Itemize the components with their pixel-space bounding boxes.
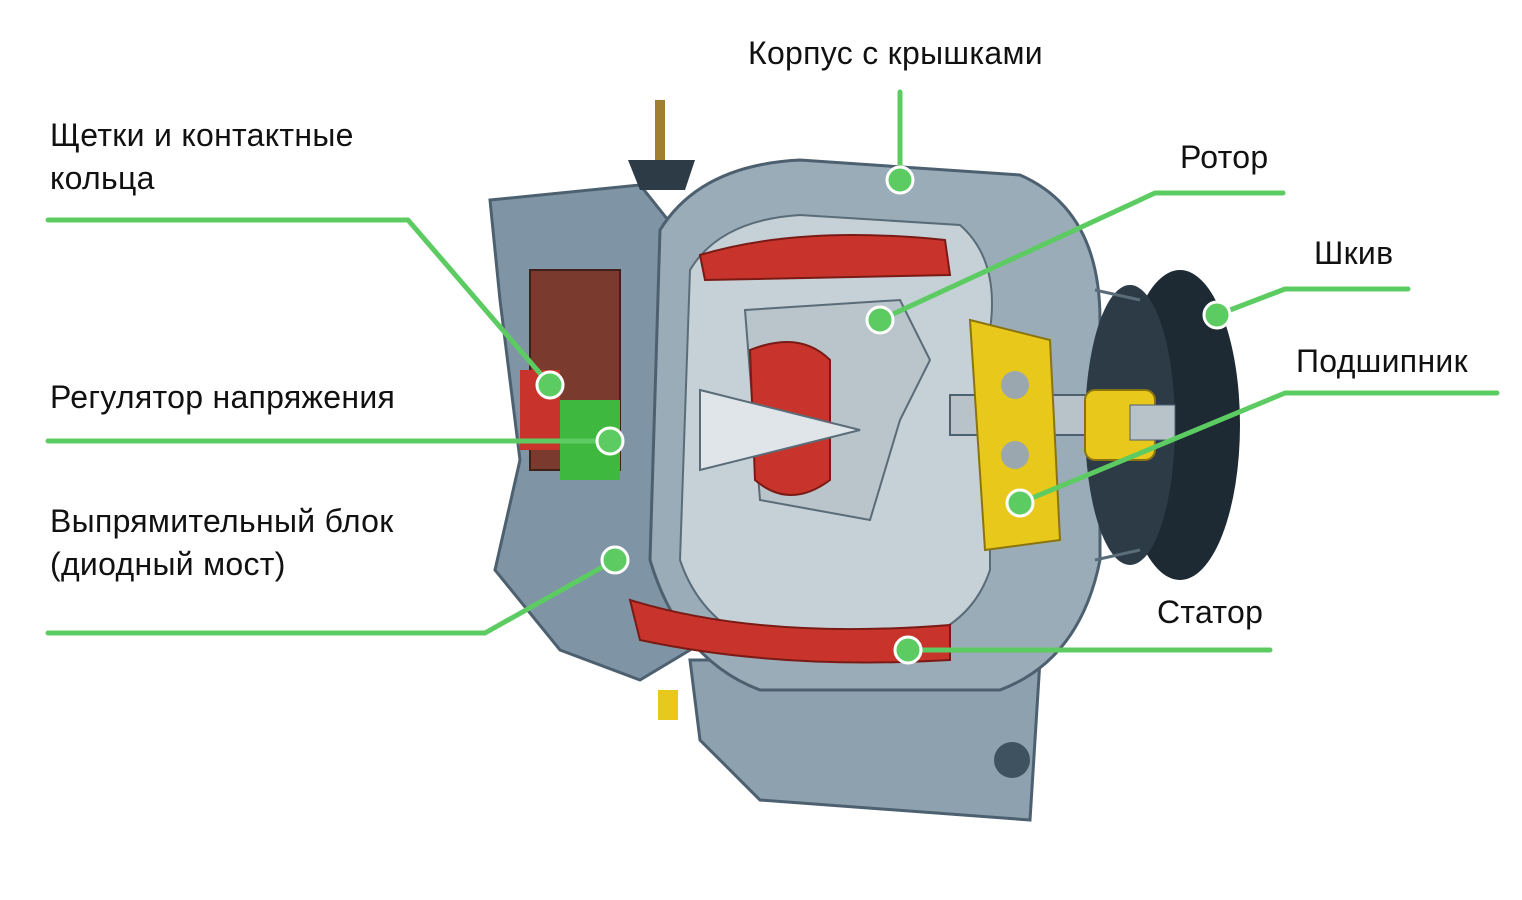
dot-stator: [893, 635, 923, 665]
label-brushes-line1: Щетки и контактные: [50, 117, 354, 153]
label-pulley: Шкив: [1314, 235, 1394, 271]
leader-rectifier: [45, 557, 618, 636]
dot-brushes: [535, 370, 565, 400]
label-brushes-line2: кольца: [50, 160, 155, 196]
label-bearing: Подшипник: [1296, 343, 1468, 379]
leader-lines: [45, 89, 1500, 653]
label-rotor: Ротор: [1180, 139, 1269, 175]
dot-regulator: [595, 426, 625, 456]
dot-bearing: [1005, 488, 1035, 518]
label-rectifier-line1: Выпрямительный блок: [50, 503, 394, 539]
leader-rotor: [877, 190, 1286, 323]
dot-housing: [885, 165, 915, 195]
dot-rotor: [865, 305, 895, 335]
dot-pulley: [1202, 300, 1232, 330]
dot-rectifier: [600, 545, 630, 575]
leader-pulley: [1214, 286, 1411, 318]
label-rectifier-line2: (диодный мост): [50, 546, 286, 582]
leader-bearing: [1017, 390, 1500, 506]
leader-brushes: [45, 217, 553, 388]
alternator-illustration: [488, 100, 1240, 822]
label-stator: Статор: [1157, 594, 1264, 630]
label-housing: Корпус с крышками: [748, 35, 1043, 71]
label-regulator: Регулятор напряжения: [50, 379, 396, 415]
leader-dots: [535, 165, 1232, 665]
